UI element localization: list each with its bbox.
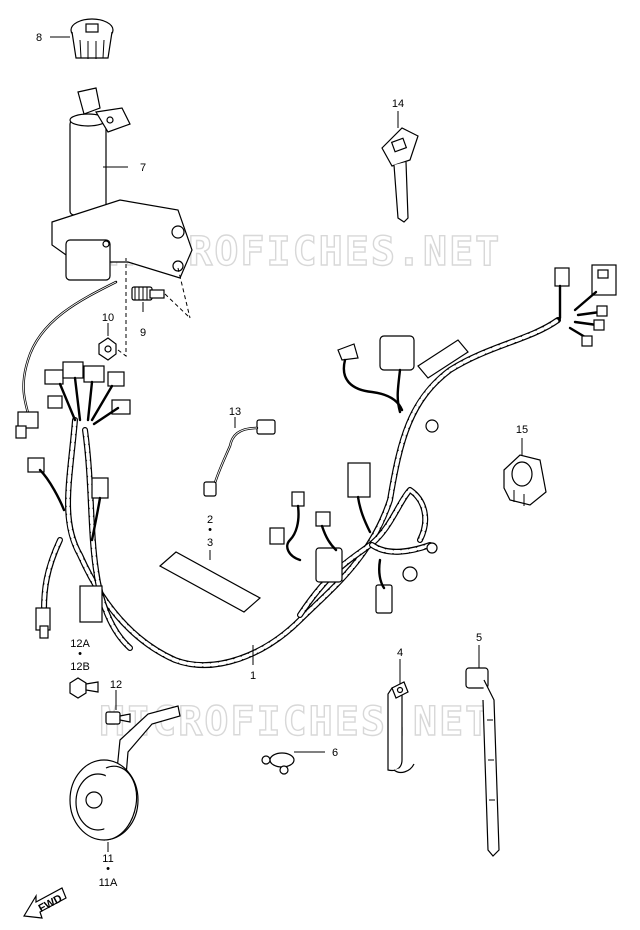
watermark-bottom: MICROFICHES.NET	[100, 699, 491, 745]
callout-8: 8	[36, 32, 42, 44]
part-10-nut	[98, 337, 117, 361]
callout-6: 6	[332, 747, 338, 759]
callout-2: 2	[207, 514, 213, 526]
part-9-screw	[131, 286, 165, 301]
fwd-arrow: FWD	[23, 887, 67, 919]
part-8-key-cap	[70, 18, 114, 59]
part-11-horn	[69, 759, 139, 841]
callout-11: 11	[102, 853, 113, 865]
part-12a-bolt	[69, 677, 99, 699]
dashed-guide-10	[117, 258, 127, 357]
callout-12b: 12B	[70, 661, 90, 673]
part-15-relay	[503, 454, 547, 506]
callout-10: 10	[102, 312, 114, 324]
part-4-clamp	[387, 681, 415, 774]
callout-9: 9	[140, 327, 146, 339]
callout-dot-2-3: •	[208, 524, 212, 536]
part-6-clamp	[261, 752, 295, 775]
callout-7: 7	[140, 162, 146, 174]
connector-cluster-left	[15, 361, 131, 639]
fwd-label: FWD	[37, 893, 65, 915]
part-13-lead-wire	[203, 419, 276, 497]
callout-dot-11: •	[106, 863, 110, 875]
connector-cluster-right	[269, 264, 617, 614]
callout-14: 14	[392, 98, 404, 110]
callout-12: 12	[110, 679, 122, 691]
part-14-key	[381, 127, 419, 223]
callout-3: 3	[207, 537, 213, 549]
callout-12a: 12A	[70, 638, 90, 650]
part-7-ignition-switch	[51, 87, 193, 281]
callout-13: 13	[229, 406, 241, 418]
part-12-bolt	[105, 711, 131, 725]
callout-15: 15	[516, 424, 528, 436]
callout-4: 4	[397, 647, 403, 659]
part-5-cable-tie	[465, 667, 500, 857]
part-1-wiring-harness	[41, 317, 561, 669]
callout-1: 1	[250, 670, 256, 682]
callout-11a: 11A	[99, 877, 118, 889]
dashed-guide-9	[164, 267, 191, 319]
part-2-3-tape	[158, 551, 262, 613]
callout-dot-12: •	[78, 648, 82, 660]
callout-5: 5	[476, 632, 482, 644]
